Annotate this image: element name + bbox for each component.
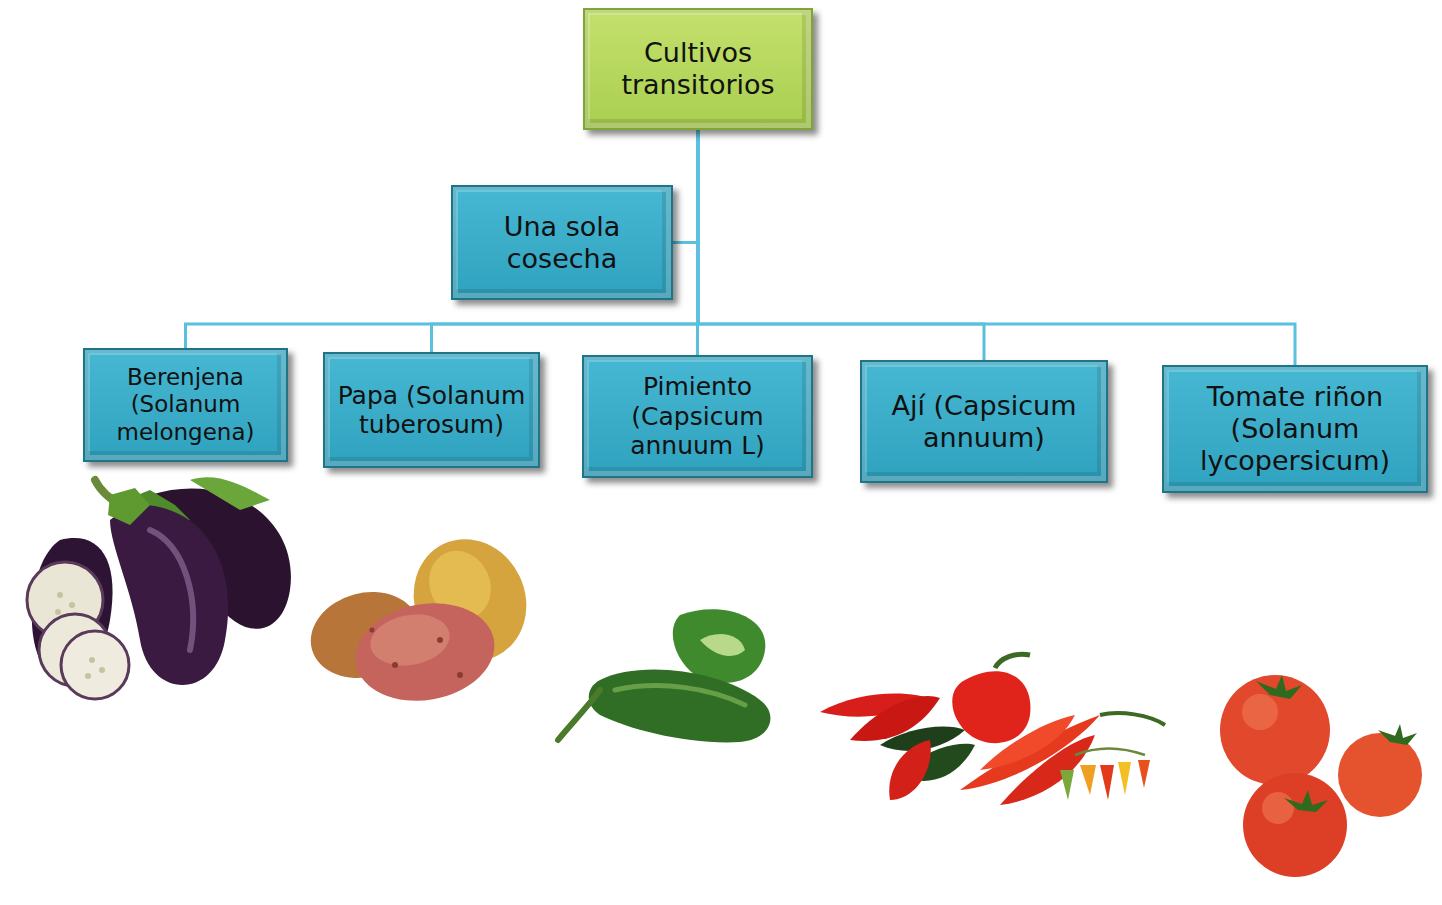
node-label: Una sola cosecha	[463, 211, 661, 275]
tree-connector	[673, 130, 698, 243]
tree-connector	[698, 130, 1295, 365]
tomato-picture	[1220, 675, 1422, 877]
node-label: Tomate riñon (Solanum lycopersicum)	[1174, 381, 1416, 477]
node-label: Pimiento (Capsicum annuum L)	[594, 372, 801, 461]
node-label: Cultivos transitorios	[595, 37, 801, 101]
category-box: Papa (Solanum tuberosum)	[323, 352, 540, 468]
node-label: Papa (Solanum tuberosum)	[335, 381, 528, 440]
category-box: Tomate riñon (Solanum lycopersicum)	[1162, 365, 1428, 493]
category-box: Pimiento (Capsicum annuum L)	[582, 355, 813, 478]
eggplant-picture	[27, 477, 291, 699]
node-label: Ají (Capsicum annuum)	[872, 390, 1096, 454]
node-label: Berenjena (Solanum melongena)	[95, 364, 276, 445]
tree-connector	[432, 130, 699, 352]
chili-picture	[820, 654, 1165, 805]
green-pepper-picture	[558, 609, 770, 742]
root-box: Cultivos transitorios	[583, 8, 813, 130]
tree-connector	[186, 130, 699, 348]
category-box: Berenjena (Solanum melongena)	[83, 348, 288, 462]
category-box: Una sola cosecha	[451, 185, 673, 300]
category-box: Ají (Capsicum annuum)	[860, 360, 1108, 483]
potato-picture	[301, 521, 546, 712]
